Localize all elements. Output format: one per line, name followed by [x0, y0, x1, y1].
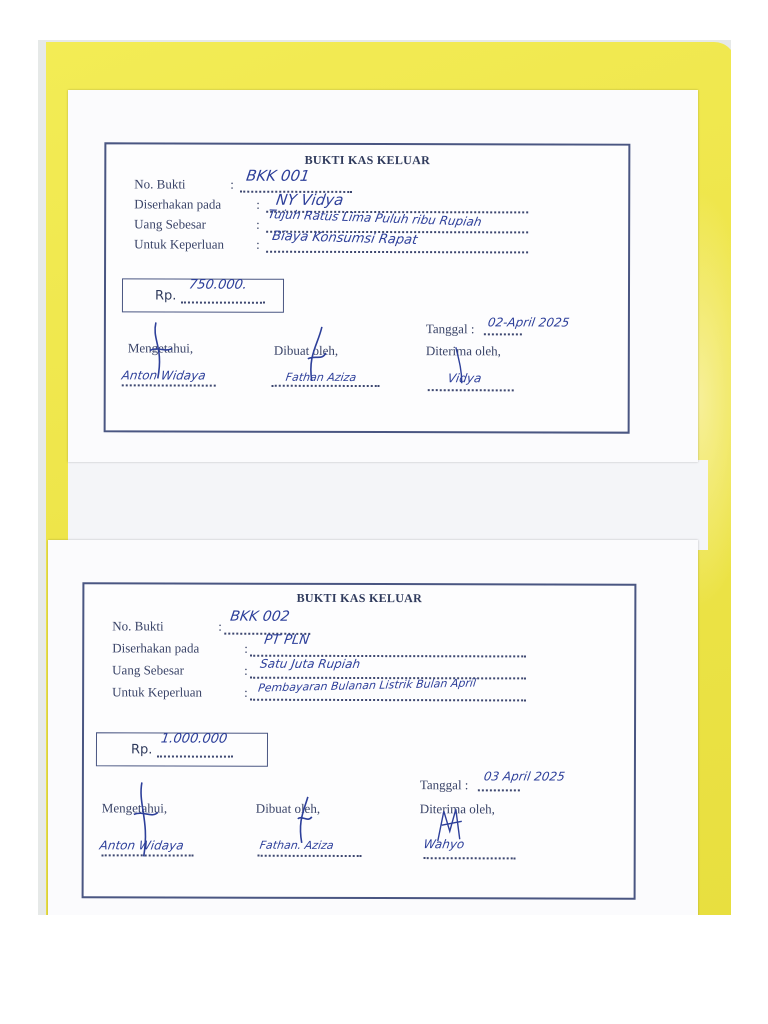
mengetahui-name: Anton Widaya — [120, 368, 207, 383]
colon: : — [256, 236, 260, 252]
keperluan-value: Biaya Konsumsi Rapat — [270, 228, 419, 248]
amount-value: 750.000. — [187, 277, 248, 293]
dotted-line — [427, 389, 514, 392]
tanggal-label: Tanggal : — [425, 321, 475, 337]
signature-mengetahui-icon — [133, 782, 159, 857]
no-bukti-label: No. Bukti — [134, 176, 186, 192]
colon: : — [218, 618, 222, 634]
keperluan-value: Pembayaran Bulanan Listrik Bulan April — [257, 676, 477, 695]
dotted-line — [180, 301, 265, 304]
diterima-name: Wahyo — [422, 837, 466, 852]
dotted-line — [250, 698, 527, 702]
signature-diterima-icon — [437, 809, 462, 842]
rp-label: Rp. — [130, 742, 153, 758]
signature-mengetahui-icon — [149, 322, 173, 379]
amount-box: Rp. 1.000.000 — [95, 731, 269, 767]
colon: : — [230, 176, 234, 192]
dotted-line — [271, 384, 380, 388]
signature-dibuat-icon — [307, 326, 327, 381]
cash-slip-1: BUKTI KAS KELUAR No. Bukti : BKK 001 Dis… — [103, 142, 631, 434]
colon: : — [256, 216, 260, 232]
diserahkan-value: NY Vidya — [274, 190, 345, 209]
tanggal-value: 02-April 2025 — [486, 315, 571, 330]
tanggal-value: 03 April 2025 — [482, 769, 566, 784]
slip-title: BUKTI KAS KELUAR — [296, 590, 423, 606]
amount-value: 1.000.000 — [159, 731, 229, 747]
keperluan-label: Untuk Keperluan — [112, 684, 203, 700]
uang-label: Uang Sebesar — [134, 216, 207, 232]
dotted-line — [257, 854, 362, 858]
dotted-line — [121, 384, 216, 387]
keperluan-label: Untuk Keperluan — [134, 236, 225, 252]
dotted-line — [266, 250, 529, 254]
amount-box: Rp. 750.000. — [121, 277, 285, 313]
dotted-line — [101, 854, 194, 857]
colon: : — [256, 196, 260, 212]
mengetahui-name: Anton Widaya — [98, 838, 185, 853]
dotted-line — [477, 789, 520, 792]
cash-slip-2: BUKTI KAS KELUAR No. Bukti : BKK 002 Dis… — [81, 582, 637, 900]
dotted-line — [483, 333, 522, 336]
paper-gap — [68, 460, 708, 550]
no-bukti-value: BKK 001 — [245, 166, 311, 185]
uang-value: Satu Juta Rupiah — [259, 656, 362, 672]
diserahkan-label: Diserhakan pada — [112, 640, 200, 656]
colon: : — [244, 640, 248, 656]
diserahkan-label: Diserhakan pada — [134, 196, 222, 212]
diserahkan-value: PT PLN — [263, 632, 311, 648]
colon: : — [244, 684, 248, 700]
dotted-line — [156, 755, 233, 758]
signature-dibuat-icon — [297, 796, 313, 843]
colon: : — [244, 662, 248, 678]
dibuat-name: Fathan. Aziza — [258, 838, 335, 852]
document-photo: BUKTI KAS KELUAR No. Bukti : BKK 001 Dis… — [38, 40, 731, 915]
rp-label: Rp. — [154, 288, 177, 304]
signature-diterima-icon — [455, 347, 463, 384]
slip-title: BUKTI KAS KELUAR — [304, 152, 431, 168]
no-bukti-value: BKK 002 — [229, 608, 291, 625]
dotted-line — [423, 857, 516, 860]
tanggal-label: Tanggal : — [419, 777, 469, 793]
no-bukti-label: No. Bukti — [112, 618, 164, 634]
diterima-name: Vidya — [446, 371, 483, 386]
dibuat-name: Fathan Aziza — [284, 370, 358, 384]
uang-label: Uang Sebesar — [112, 662, 185, 678]
